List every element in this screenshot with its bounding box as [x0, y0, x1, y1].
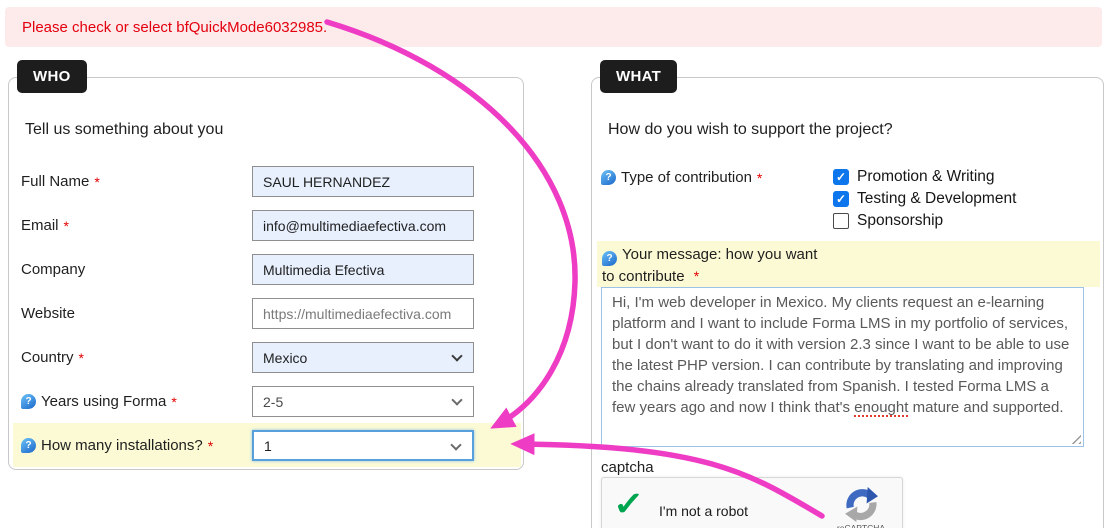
- years-label: ? Years using Forma *: [21, 393, 252, 410]
- checkbox-sponsorship[interactable]: [833, 213, 849, 229]
- required-asterisk: *: [207, 437, 214, 454]
- country-select[interactable]: Mexico: [252, 342, 474, 373]
- checkbox-promotion-writing[interactable]: [833, 169, 849, 185]
- contribution-label: ? Type of contribution *: [601, 169, 762, 186]
- company-row: Company Multimedia Efectiva: [21, 254, 513, 285]
- label-text: Email: [21, 217, 59, 234]
- company-label: Company: [21, 261, 252, 278]
- label-text: to contribute: [602, 268, 685, 285]
- label-text: Your message: how you want: [622, 246, 818, 263]
- who-tab: WHO: [17, 60, 87, 93]
- selected-value: Mexico: [263, 349, 308, 366]
- required-asterisk: *: [63, 217, 69, 234]
- required-asterisk: *: [78, 349, 84, 366]
- contribution-option: Testing & Development: [833, 188, 1016, 210]
- full-name-input[interactable]: SAUL HERNANDEZ: [252, 166, 474, 197]
- label-text: How many installations?: [41, 437, 203, 454]
- required-asterisk: *: [693, 268, 700, 284]
- required-asterisk: *: [94, 173, 100, 190]
- website-input[interactable]: https://multimediaefectiva.com: [252, 298, 474, 329]
- checkbox-label: Sponsorship: [857, 212, 944, 229]
- selected-value: 1: [264, 437, 272, 454]
- message-label: ? Your message: how you want to contribut…: [597, 241, 1100, 287]
- required-asterisk: *: [171, 393, 177, 410]
- email-label: Email *: [21, 217, 252, 234]
- years-row: ? Years using Forma * 2-5: [21, 386, 513, 417]
- help-icon[interactable]: ?: [601, 170, 616, 185]
- recaptcha-checkmark-icon[interactable]: ✓: [612, 485, 645, 522]
- label-text: Company: [21, 261, 86, 278]
- country-label: Country *: [21, 349, 252, 366]
- label-text: Type of contribution: [621, 169, 752, 186]
- message-text: Hi, I'm web developer in Mexico. My clie…: [612, 294, 1070, 416]
- email-row: Email * info@multimediaefectiva.com: [21, 210, 513, 241]
- installations-row: ? How many installations? * 1: [21, 430, 513, 461]
- help-icon[interactable]: ?: [21, 394, 36, 409]
- what-intro: How do you wish to support the project?: [608, 121, 893, 138]
- installations-select[interactable]: 1: [252, 430, 474, 461]
- selected-value: 2-5: [263, 393, 284, 410]
- recaptcha-logo-text: reCAPTCHA: [836, 523, 886, 528]
- label-text: Full Name: [21, 173, 90, 190]
- email-input[interactable]: info@multimediaefectiva.com: [252, 210, 474, 241]
- recaptcha-logo-icon: [845, 487, 878, 522]
- installations-label: ? How many installations? *: [21, 437, 252, 454]
- checkbox-label: Testing & Development: [857, 190, 1017, 207]
- company-input[interactable]: Multimedia Efectiva: [252, 254, 474, 285]
- misspelled-word: enought: [854, 399, 909, 416]
- message-textarea[interactable]: Hi, I'm web developer in Mexico. My clie…: [601, 287, 1084, 447]
- contribution-option: Sponsorship: [833, 210, 1016, 232]
- captcha-label: captcha: [601, 459, 654, 476]
- chevron-down-icon: [451, 350, 463, 362]
- website-label: Website: [21, 305, 252, 322]
- years-select[interactable]: 2-5: [252, 386, 474, 417]
- recaptcha-text: I'm not a robot: [659, 503, 749, 519]
- full-name-row: Full Name * SAUL HERNANDEZ: [21, 166, 513, 197]
- resize-handle-icon[interactable]: [1070, 433, 1081, 444]
- checkbox-label: Promotion & Writing: [857, 168, 995, 185]
- message-text: mature and supported.: [908, 399, 1064, 416]
- label-text: Website: [21, 305, 75, 322]
- country-row: Country * Mexico: [21, 342, 513, 373]
- label-text: Country: [21, 349, 74, 366]
- chevron-down-icon: [450, 439, 462, 451]
- required-asterisk: *: [756, 169, 763, 186]
- who-intro: Tell us something about you: [25, 121, 224, 138]
- what-tab: WHAT: [600, 60, 678, 93]
- who-panel: WHO Tell us something about you Full Nam…: [8, 60, 524, 470]
- contribution-option: Promotion & Writing: [833, 166, 1016, 188]
- recaptcha-widget: ✓ I'm not a robot reCAPTCHA: [601, 477, 903, 528]
- error-text: Please check or select bfQuickMode603298…: [22, 18, 328, 36]
- checkbox-testing-development[interactable]: [833, 191, 849, 207]
- help-icon[interactable]: ?: [602, 251, 617, 266]
- what-panel: WHAT How do you wish to support the proj…: [591, 60, 1104, 528]
- label-text: Years using Forma: [41, 393, 167, 410]
- full-name-label: Full Name *: [21, 173, 252, 190]
- help-icon[interactable]: ?: [21, 438, 36, 453]
- contribution-options: Promotion & Writing Testing & Developmen…: [833, 166, 1016, 232]
- error-banner: Please check or select bfQuickMode603298…: [5, 7, 1102, 47]
- chevron-down-icon: [451, 394, 463, 406]
- website-row: Website https://multimediaefectiva.com: [21, 298, 513, 329]
